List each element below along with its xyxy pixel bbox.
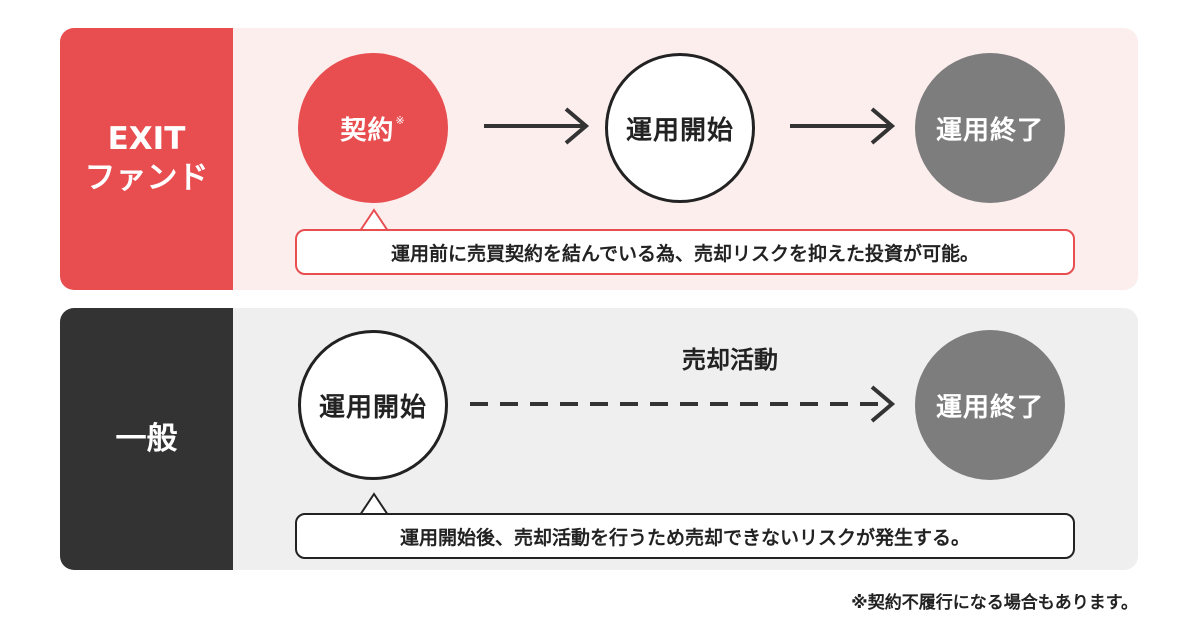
general-note-bubble: 運用開始後、売却活動を行うため売却できないリスクが発生する。 bbox=[295, 513, 1075, 559]
general-label-text: 一般 bbox=[115, 420, 178, 457]
arrow-right-icon bbox=[790, 107, 896, 145]
general-operation-start-circle: 運用開始 bbox=[298, 330, 448, 480]
general-operation-end-circle: 運用終了 bbox=[915, 330, 1065, 480]
dashed-arrow-right-icon bbox=[470, 385, 896, 423]
exit-fund-note: 運用前に売買契約を結んでいる為、売却リスクを抑えた投資が可能。 bbox=[390, 242, 980, 265]
arrow-right-icon bbox=[484, 107, 590, 145]
general-operation-end-label: 運用終了 bbox=[935, 392, 1044, 423]
operation-start-label: 運用開始 bbox=[625, 115, 734, 146]
exit-fund-note-bubble: 運用前に売買契約を結んでいる為、売却リスクを抑えた投資が可能。 bbox=[295, 229, 1075, 275]
sales-activity-label: 売却活動 bbox=[682, 346, 778, 374]
general-label: 一般 bbox=[60, 308, 233, 570]
contract-step-circle: 契約※ bbox=[298, 53, 448, 203]
general-operation-start-label: 運用開始 bbox=[318, 392, 427, 423]
exit-fund-label-line2: ファンド bbox=[84, 160, 209, 196]
exit-fund-panel: EXIT ファンド 契約※ 運用開始 運用終了 運用前に売買契約を結んでいる為、… bbox=[60, 28, 1138, 290]
operation-end-circle: 運用終了 bbox=[915, 53, 1065, 203]
footnote: ※契約不履行になる場合もあります。 bbox=[851, 593, 1138, 613]
contract-step-label: 契約 bbox=[340, 115, 395, 146]
exit-fund-label: EXIT ファンド bbox=[60, 28, 233, 290]
general-note: 運用開始後、売却活動を行うため売却できないリスクが発生する。 bbox=[399, 526, 970, 549]
exit-fund-label-line1: EXIT bbox=[107, 121, 186, 158]
general-panel: 一般 運用開始 売却活動 運用終了 運用開始後、売却活動を行うため売却できないリ… bbox=[60, 308, 1138, 570]
operation-start-circle: 運用開始 bbox=[605, 53, 755, 203]
contract-footnote-mark: ※ bbox=[395, 113, 406, 127]
operation-end-label: 運用終了 bbox=[935, 115, 1044, 146]
